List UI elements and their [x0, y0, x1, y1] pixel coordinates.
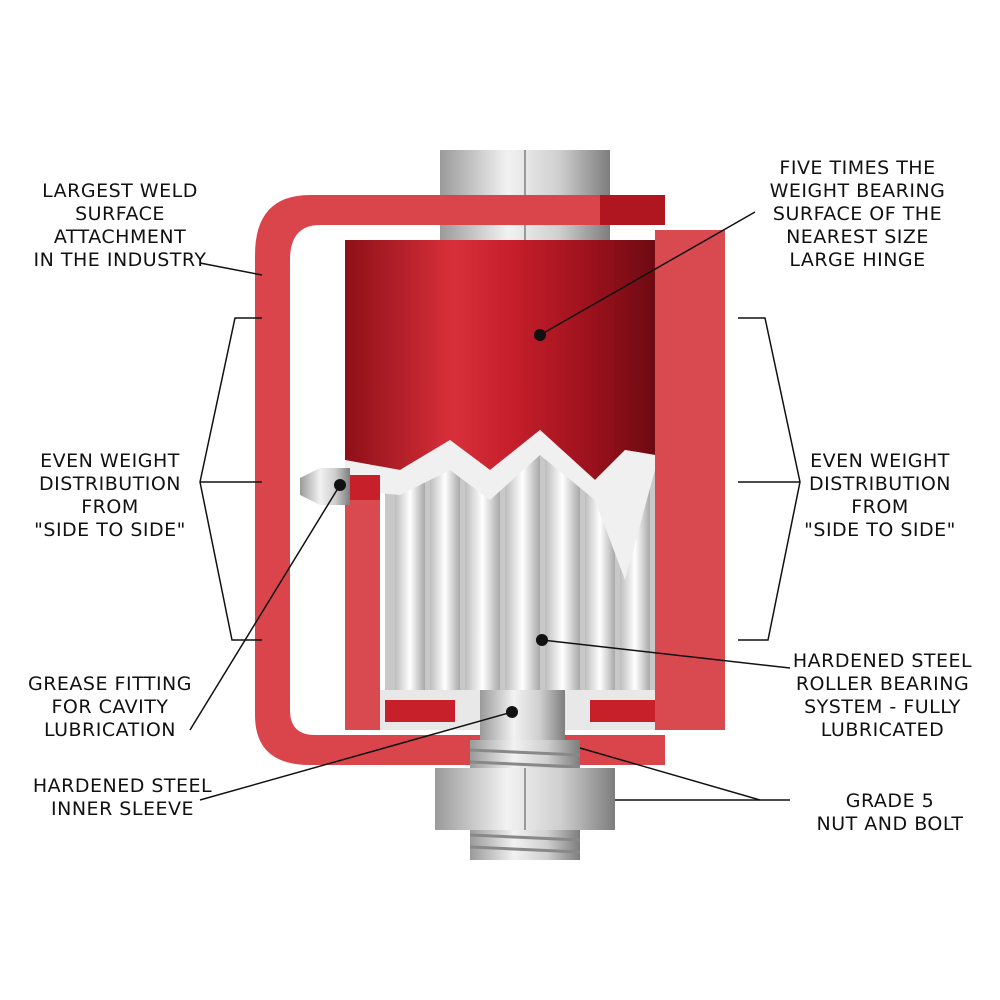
- red-cylinder: [345, 240, 655, 480]
- label-bearing-surface: FIVE TIMES THE WEIGHT BEARING SURFACE OF…: [769, 157, 946, 271]
- nut: [435, 768, 615, 830]
- roller-bearings: [395, 450, 650, 690]
- label-even-weight-right: EVEN WEIGHT DISTRIBUTION FROM "SIDE TO S…: [804, 450, 956, 541]
- label-inner-sleeve: HARDENED STEEL INNER SLEEVE: [32, 775, 213, 820]
- leader-dots: [334, 329, 548, 718]
- label-grease-fitting: GREASE FITTING FOR CAVITY LUBRICATION: [28, 673, 192, 741]
- inner-sleeve: [480, 690, 565, 740]
- label-roller-bearing: HARDENED STEEL ROLLER BEARING SYSTEM - F…: [792, 650, 973, 741]
- label-weld-surface: LARGEST WELD SURFACE ATTACHMENT IN THE I…: [33, 180, 207, 271]
- label-even-weight-left: EVEN WEIGHT DISTRIBUTION FROM "SIDE TO S…: [34, 450, 186, 541]
- label-nut-bolt: GRADE 5 NUT AND BOLT: [816, 790, 964, 835]
- weld-plate: [655, 230, 725, 730]
- leader-lines: [189, 211, 801, 801]
